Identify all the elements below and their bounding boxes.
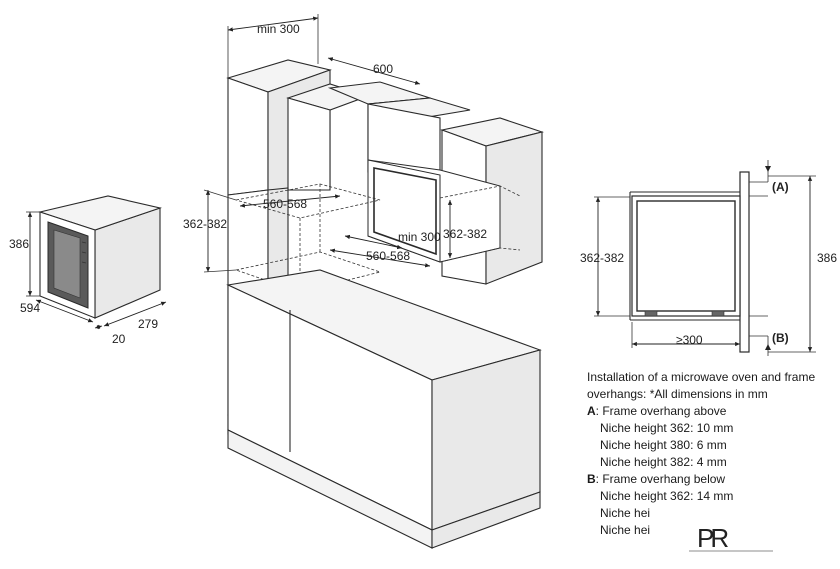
note-b-text: : Frame overhang below — [595, 472, 726, 486]
oven-depth-label: 279 — [138, 317, 158, 331]
note-a-key: A — [587, 404, 596, 418]
note-a-heading: A: Frame overhang above — [587, 403, 832, 420]
installation-notes: Installation of a microwave oven and fra… — [587, 369, 832, 539]
side-total-height-label: 386 — [817, 251, 837, 265]
oven-height-label: 386 — [9, 237, 29, 251]
note-a-text: : Frame overhang above — [595, 404, 727, 418]
note-b-heading: B: Frame overhang below — [587, 471, 832, 488]
note-a-item: Niche height 362: 10 mm — [600, 421, 734, 435]
label-b: (B) — [772, 331, 789, 345]
note-b-item: Niche hei — [600, 523, 651, 537]
min-300-top-label: min 300 — [257, 22, 300, 36]
microwave-oven-drawing — [26, 195, 167, 330]
niche-height-right-label: 362-382 — [443, 227, 487, 241]
note-a-item: Niche height 380: 6 mm — [600, 438, 727, 452]
niche-width-upper-label: 560-568 — [263, 197, 307, 211]
note-b-key: B — [587, 472, 596, 486]
side-section-drawing — [594, 160, 816, 356]
oven-frame-depth-label: 20 — [112, 332, 126, 346]
side-niche-height-label: 362-382 — [580, 251, 624, 265]
note-b-item: Niche hei — [600, 506, 651, 520]
logo-text: PR — [697, 523, 728, 553]
pr-logo: PR — [689, 523, 773, 553]
label-a: (A) — [772, 180, 789, 194]
depth-600-label: 600 — [373, 62, 393, 76]
min-300-inner-label: min 300 — [398, 230, 441, 244]
side-depth-label: ≥300 — [676, 333, 703, 347]
kitchen-cabinet-drawing — [203, 14, 544, 549]
niche-height-left-label: 362-382 — [183, 217, 227, 231]
notes-title: Installation of a microwave oven and fra… — [587, 370, 816, 401]
oven-width-label: 594 — [20, 301, 40, 315]
niche-width-lower-label: 560-568 — [366, 249, 410, 263]
note-b-item: Niche height 362: 14 mm — [600, 489, 734, 503]
note-a-item: Niche height 382: 4 mm — [600, 455, 727, 469]
